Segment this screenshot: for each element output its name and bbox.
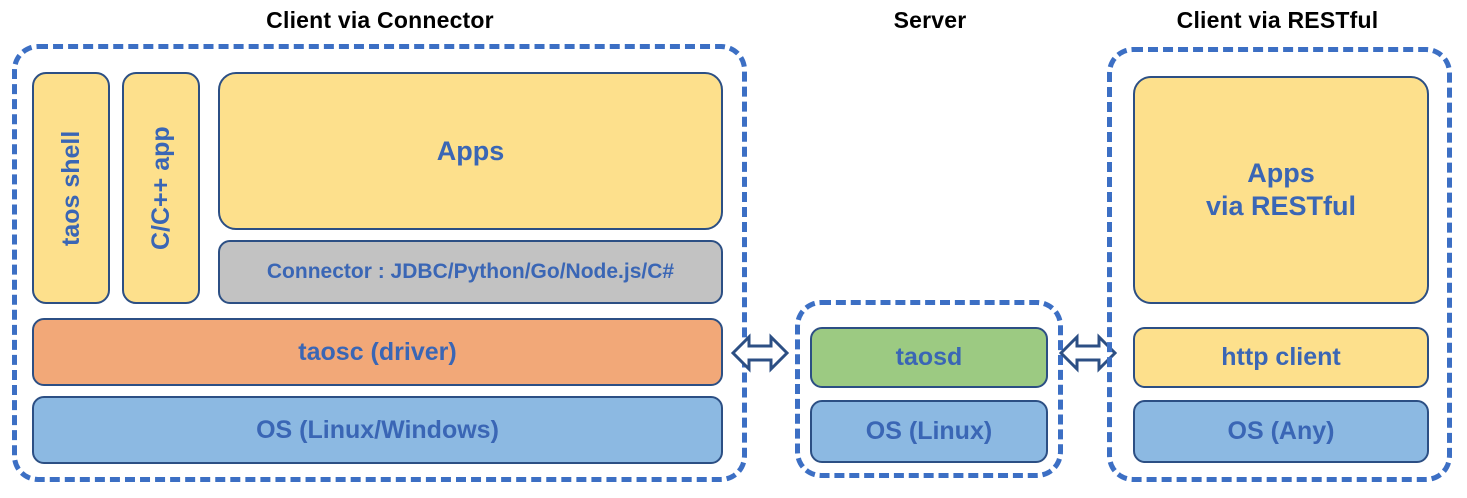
node-taos-shell: taos shell xyxy=(32,72,110,304)
node-apps-via-restful: Apps via RESTful xyxy=(1133,76,1429,304)
double-arrow-icon-client-to-server xyxy=(730,327,790,379)
group-server xyxy=(795,300,1063,478)
node-apps: Apps xyxy=(218,72,723,230)
node-c-cpp-app: C/C++ app xyxy=(122,72,200,304)
node-os-any: OS (Any) xyxy=(1133,400,1429,463)
node-taosc-driver: taosc (driver) xyxy=(32,318,723,386)
node-os-linux: OS (Linux) xyxy=(810,400,1048,463)
node-taosd: taosd xyxy=(810,327,1048,388)
group-client-via-restful xyxy=(1107,47,1452,482)
section-title-client-via-restful: Client via RESTful xyxy=(1176,7,1379,33)
group-client-via-connector xyxy=(12,44,747,482)
node-connector-libraries: Connector : JDBC/Python/Go/Node.js/C# xyxy=(218,240,723,304)
node-os-linux-windows: OS (Linux/Windows) xyxy=(32,396,723,464)
section-title-client-via-connector: Client via Connector xyxy=(266,7,494,33)
double-arrow-icon-server-to-restful-client xyxy=(1058,327,1118,379)
section-title-server: Server xyxy=(893,7,967,33)
node-http-client: http client xyxy=(1133,327,1429,388)
